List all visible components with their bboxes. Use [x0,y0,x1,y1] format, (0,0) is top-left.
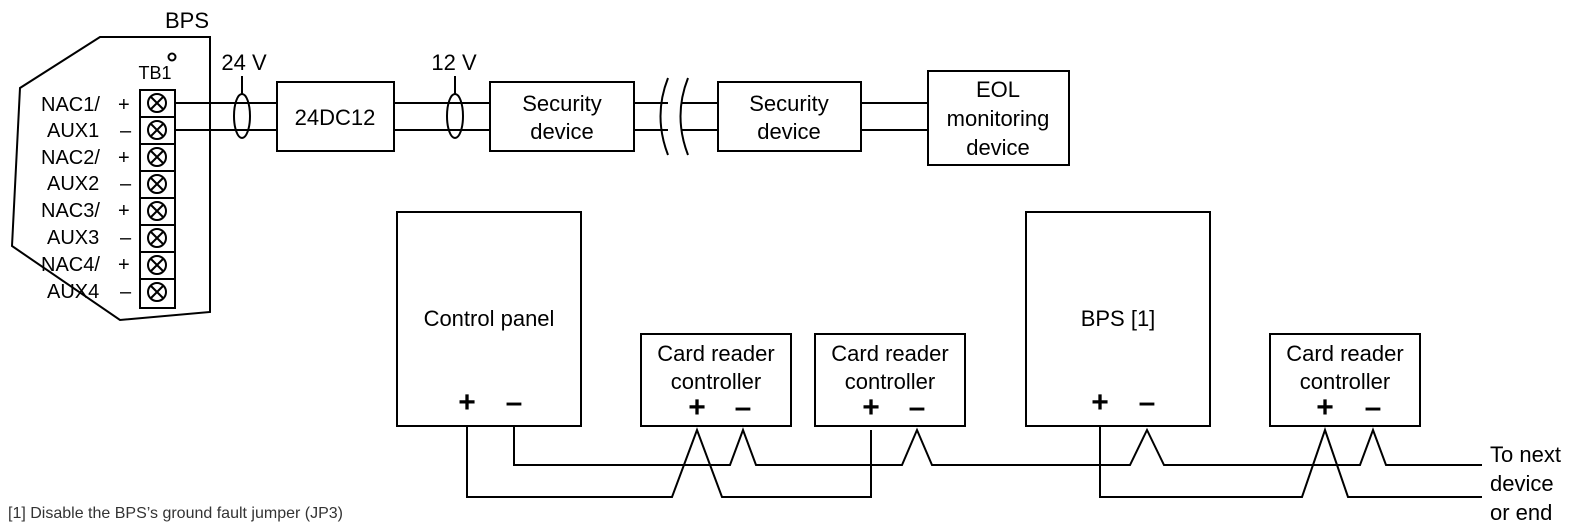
screw-icon-5 [147,201,167,221]
terminal-sign-8: – [120,281,132,303]
bps-box-minus: – [1139,386,1156,419]
security-device-2: Security device [717,81,862,152]
control-panel-plus: + [458,386,476,419]
card-reader-controller-1: Card reader controller + – [640,333,792,427]
eol-monitoring-device: EOL monitoring device [927,70,1070,166]
card-reader-1-plus: + [688,391,706,424]
cable-ring-12v-icon [446,93,464,139]
wire-break-left-icon [659,77,669,156]
terminal-label-6: AUX3 [47,227,99,249]
screw-icon-1 [147,93,167,113]
top-wiring [175,76,928,156]
card-reader-controller-2: Card reader controller + – [814,333,966,427]
screw-icon-6 [147,228,167,248]
card-reader-2-minus: – [909,391,926,424]
footnote: [1] Disable the BPS’s ground fault jumpe… [8,505,343,522]
control-panel: Control panel + – [396,211,582,427]
terminal-block-label: TB1 [138,63,171,83]
screw-icon-2 [147,120,167,140]
terminal-sign-7: + [118,254,130,276]
card-reader-2-line2: controller [845,369,935,394]
terminal-label-8: AUX4 [47,281,99,303]
card-reader-1-minus: – [735,391,752,424]
security-device-1: Security device [489,81,635,152]
terminal-rows: NAC1/ + AUX1 – NAC2/ + AUX2 – NAC3/ + AU… [41,94,132,303]
bps-box-label: BPS [1] [1081,306,1156,331]
card-reader-3-plus: + [1316,391,1334,424]
bottom-wiring [466,426,1482,498]
screw-icon-8 [147,282,167,302]
security-device-2-line2: device [757,119,821,144]
to-next-device-label: To next device or end [1490,442,1561,525]
bps-panel-outline [10,36,211,322]
screw-icon-3 [147,147,167,167]
bps-box: BPS [1] + – [1025,211,1211,427]
terminal-label-2: AUX1 [47,120,99,142]
screw-icon-7 [147,255,167,275]
bps-panel-title: BPS [165,8,209,33]
control-panel-label: Control panel [424,306,555,331]
security-device-1-line2: device [530,119,594,144]
terminal-label-5: NAC3/ [41,200,100,222]
wire-break-right-icon [679,77,689,156]
cable-ring-24v-icon [233,93,251,139]
terminal-block-marker-icon [167,52,177,62]
terminal-sign-6: – [120,227,132,249]
security-device-1-line1: Security [522,91,601,116]
control-panel-minus: – [506,386,523,419]
terminal-sign-2: – [120,120,132,142]
card-reader-2-plus: + [862,391,880,424]
terminal-screws [140,93,175,302]
bps-box-plus: + [1091,386,1109,419]
card-reader-3-minus: – [1365,391,1382,424]
security-device-2-line1: Security [749,91,828,116]
eol-line1: EOL [976,77,1020,102]
to-next-line3: or end [1490,500,1552,525]
card-reader-controller-3: Card reader controller + – [1269,333,1421,427]
eol-line3: device [966,135,1030,160]
converter-label: 24DC12 [295,105,376,130]
card-reader-1-line2: controller [671,369,761,394]
voltage-12-label: 12 V [431,50,477,75]
terminal-sign-3: + [118,147,130,169]
card-reader-3-line1: Card reader [1286,341,1403,366]
voltage-24-label: 24 V [221,50,267,75]
card-reader-3-line2: controller [1300,369,1390,394]
terminal-label-7: NAC4/ [41,254,100,276]
to-next-line2: device [1490,471,1554,496]
terminal-label-3: NAC2/ [41,147,100,169]
screw-icon-4 [147,174,167,194]
terminal-sign-5: + [118,200,130,222]
converter-24dc12: 24DC12 [276,81,395,152]
terminal-sign-1: + [118,94,130,116]
terminal-sign-4: – [120,173,132,195]
card-reader-1-line1: Card reader [657,341,774,366]
terminal-label-1: NAC1/ [41,94,100,116]
card-reader-2-line1: Card reader [831,341,948,366]
to-next-line1: To next [1490,442,1561,467]
eol-line2: monitoring [947,106,1050,131]
terminal-label-4: AUX2 [47,173,99,195]
